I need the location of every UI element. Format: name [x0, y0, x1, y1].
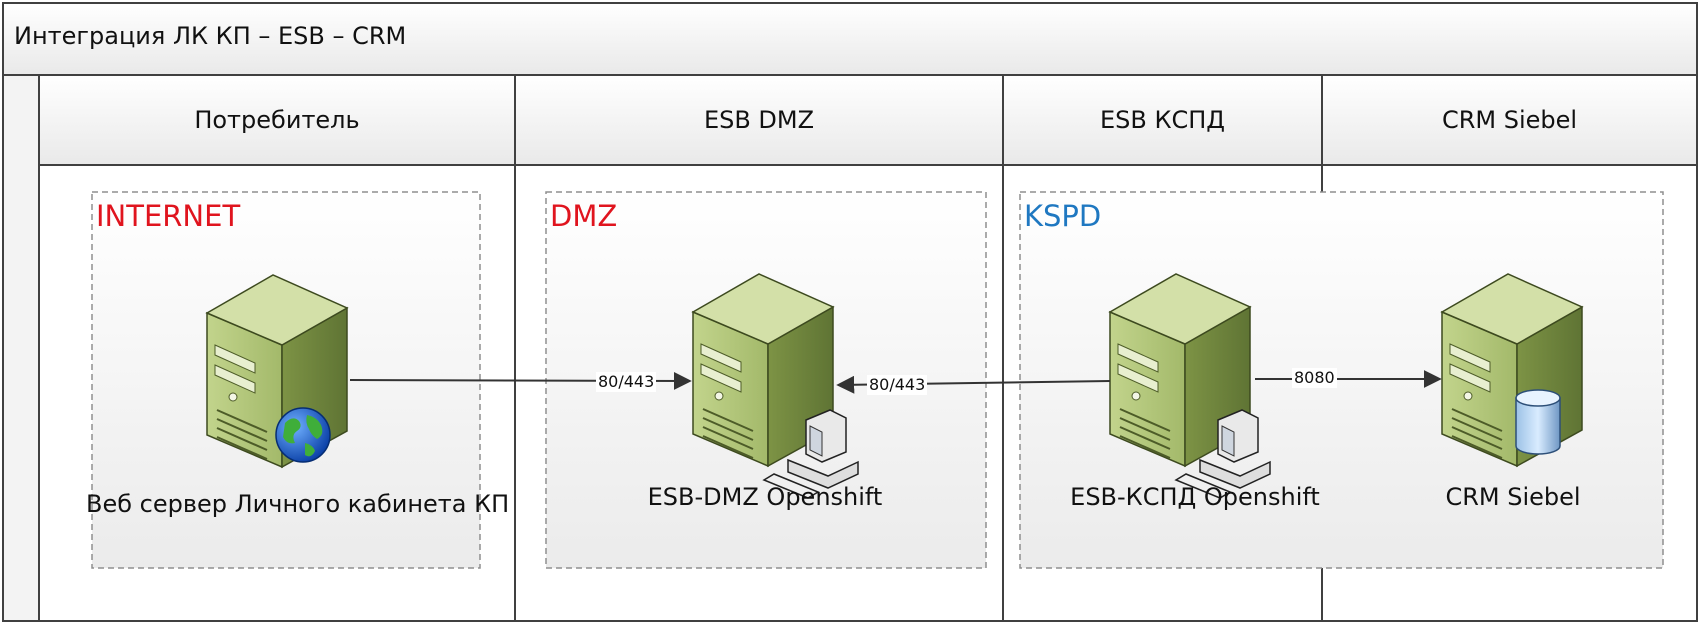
zone-label-dmz: DMZ — [550, 199, 618, 233]
lane-header-consumer: Потребитель — [194, 106, 360, 134]
edge-label-web-to-dmz: 80/443 — [596, 372, 657, 392]
edge-label-kspd-to-crm: 8080 — [1292, 368, 1337, 388]
edge-label-kspd-to-dmz: 80/443 — [867, 375, 928, 395]
database-icon — [1515, 389, 1561, 455]
node-label-crm-siebel: CRM Siebel — [1445, 483, 1581, 511]
server-crm-siebel — [1440, 273, 1584, 468]
node-label-esb-kspd: ESB-КСПД Openshift — [1070, 483, 1320, 511]
globe-icon — [275, 407, 331, 463]
title-bar — [2, 2, 1698, 76]
node-label-esb-dmz: ESB-DMZ Openshift — [647, 483, 883, 511]
lane-header-esb-dmz: ESB DMZ — [703, 106, 815, 134]
lane-header-band — [38, 74, 1698, 166]
zone-label-internet: INTERNET — [96, 199, 241, 233]
node-label-web-server: Веб сервер Личного кабинета КП — [86, 490, 510, 518]
pool-strip — [2, 74, 40, 622]
zone-label-kspd: KSPD — [1024, 199, 1102, 233]
workstation-icon — [762, 409, 859, 499]
lane-header-crm-siebel: CRM Siebel — [1441, 106, 1578, 134]
workstation-icon — [1174, 409, 1271, 499]
page-title: Интеграция ЛК КП – ESB – CRM — [14, 22, 407, 50]
lane-header-esb-kspd: ESB КСПД — [1099, 106, 1226, 134]
